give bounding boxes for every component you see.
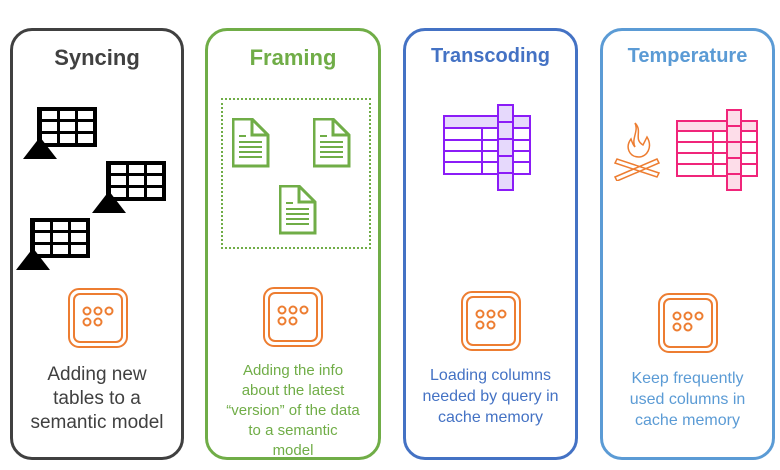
document-icon bbox=[279, 185, 317, 235]
panel-title: Syncing bbox=[54, 45, 140, 70]
semantic-model-icon bbox=[461, 291, 521, 351]
panel-description: Adding the info about the latest “versio… bbox=[226, 362, 360, 459]
campfire-icon bbox=[613, 122, 661, 181]
document-icon bbox=[232, 118, 270, 168]
semantic-model-icon bbox=[658, 293, 718, 353]
panel-title: Temperature bbox=[627, 45, 748, 67]
document-icon bbox=[313, 118, 351, 168]
panel-title: Framing bbox=[249, 45, 337, 70]
panel-title: Transcoding bbox=[431, 45, 550, 67]
panel-description: Keep frequently used columns in cache me… bbox=[629, 370, 746, 429]
semantic-model-icon bbox=[68, 288, 128, 348]
columns-table-icon bbox=[443, 104, 531, 191]
semantic-model-icon bbox=[263, 287, 323, 347]
panel-temperature: Temperature Keep frequently used columns… bbox=[600, 28, 775, 460]
panel-syncing: Syncing Adding new tables to a semantic … bbox=[10, 28, 184, 460]
hot-columns-table-icon bbox=[676, 109, 758, 191]
panel-transcoding: Transcoding Loading columns needed by qu… bbox=[403, 28, 578, 460]
dotted-frame bbox=[221, 98, 371, 249]
panel-framing: Framing Adding the info about the latest… bbox=[205, 28, 381, 460]
panel-description: Adding new tables to a semantic model bbox=[30, 364, 164, 433]
panel-description: Loading columns needed by query in cache… bbox=[422, 367, 559, 426]
